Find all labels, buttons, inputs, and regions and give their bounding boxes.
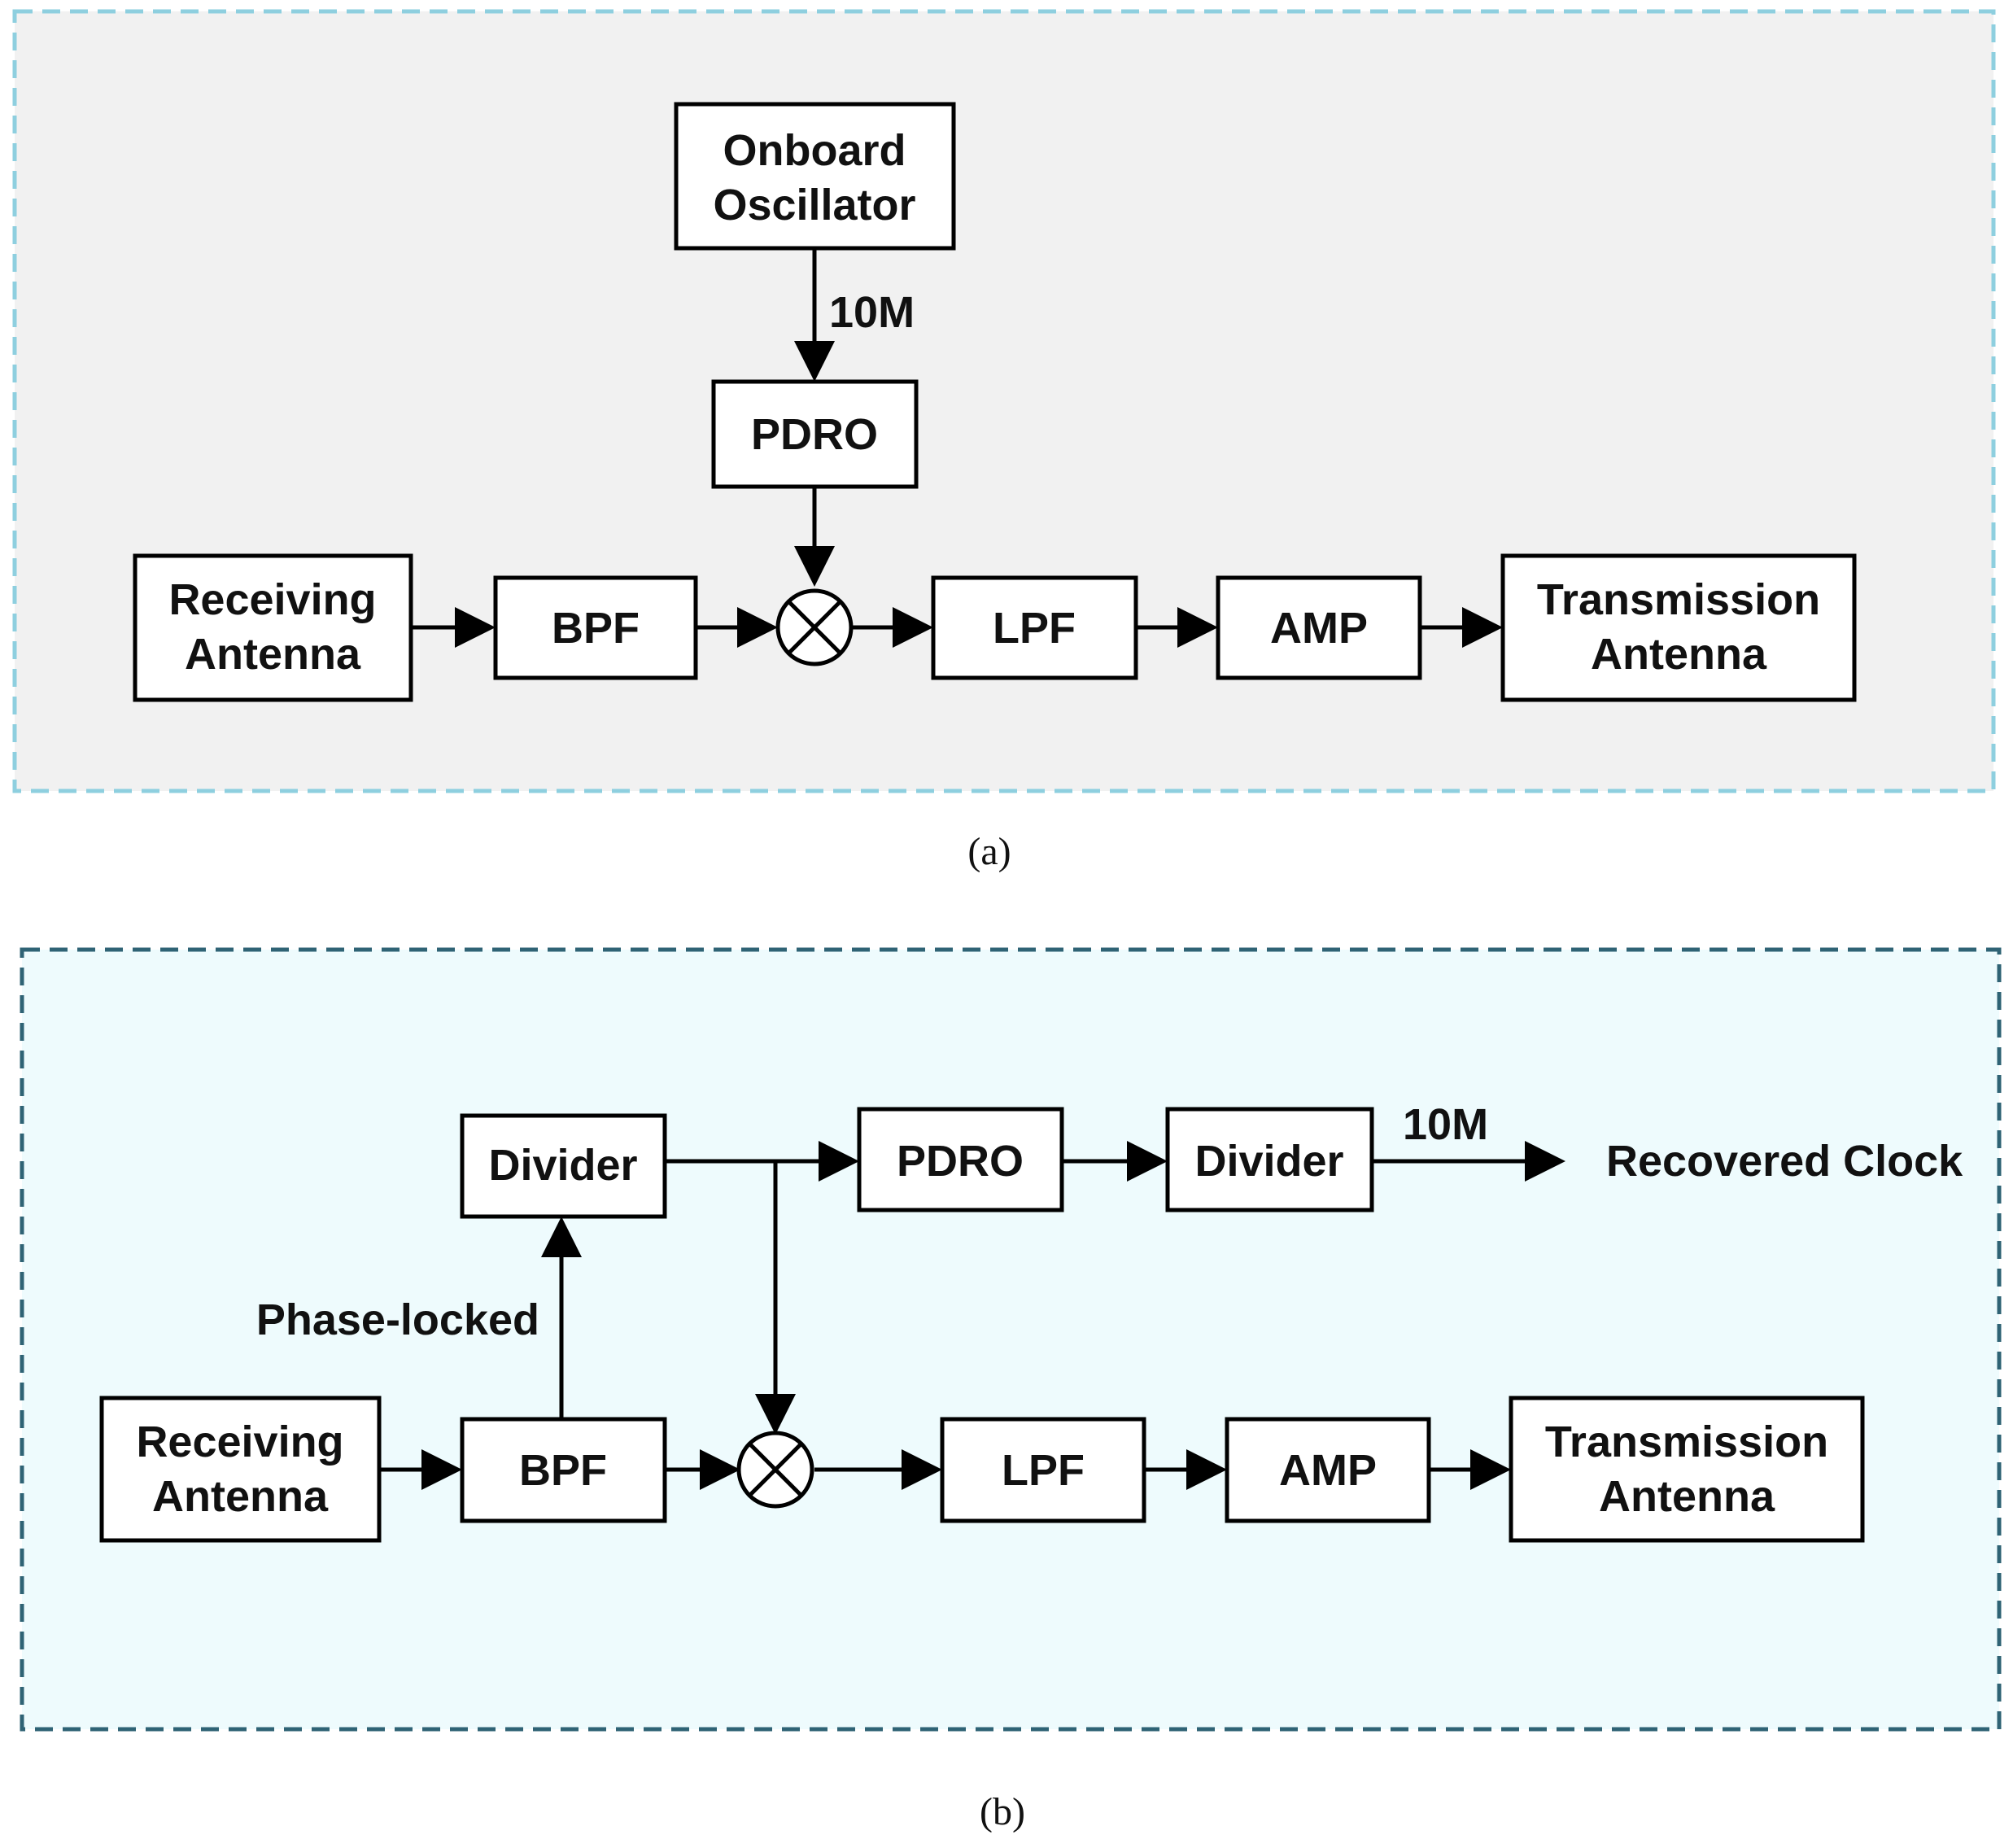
mixer-icon — [775, 588, 854, 666]
transmission-antenna-label-b-line1: Transmission — [1545, 1418, 1828, 1466]
divider-2-label: Divider — [1194, 1137, 1343, 1186]
transmission-antenna-label-b-line2: Antenna — [1599, 1472, 1775, 1521]
transmission-antenna-block — [1500, 553, 1857, 702]
onboard-oscillator-label-line2: Oscillator — [713, 181, 915, 229]
clock-signal-label: 10M — [1403, 1100, 1488, 1149]
pdro-block — [711, 379, 919, 489]
onboard-oscillator-block — [674, 102, 956, 251]
amp-block — [1216, 575, 1422, 680]
bpf-block — [493, 575, 698, 680]
receiving-antenna-label-line1: Receiving — [168, 575, 376, 624]
panel-a-caption: (a) — [967, 830, 1011, 873]
transmission-antenna-block-b — [1509, 1396, 1865, 1543]
amp-label: AMP — [1270, 604, 1368, 653]
lpf-block — [931, 575, 1138, 680]
mixer-icon-b — [736, 1431, 814, 1509]
bpf-block-b — [460, 1417, 667, 1523]
receiving-antenna-block — [133, 553, 413, 702]
lpf-block-b — [940, 1417, 1146, 1523]
bpf-label-b: BPF — [519, 1446, 607, 1495]
receiving-antenna-label-b-line2: Antenna — [152, 1472, 329, 1521]
receiving-antenna-block-b — [99, 1396, 382, 1543]
panel-b-caption: (b) — [980, 1790, 1025, 1833]
receiving-antenna-label-b-line1: Receiving — [136, 1418, 343, 1466]
receiving-antenna-label-line2: Antenna — [185, 630, 361, 679]
onboard-oscillator-label-line1: Onboard — [723, 126, 906, 175]
panel-b-frame — [20, 947, 2002, 1732]
pdro-block-b — [857, 1107, 1064, 1212]
lpf-label-b: LPF — [1002, 1446, 1085, 1495]
pdro-label-b: PDRO — [897, 1137, 1024, 1186]
divider-1-label: Divider — [488, 1141, 637, 1190]
lpf-label: LPF — [993, 604, 1076, 653]
bpf-label: BPF — [552, 604, 640, 653]
transmission-antenna-label-line1: Transmission — [1537, 575, 1820, 624]
panel-b: Divider PDRO Divider 10M Recovered Clock… — [20, 947, 2002, 1732]
amp-label-b: AMP — [1279, 1446, 1377, 1495]
transmission-antenna-label-line2: Antenna — [1591, 630, 1767, 679]
panel-a: Onboard Oscillator 10M PDRO Receiving An… — [12, 9, 1996, 793]
phase-locked-label: Phase-locked — [256, 1295, 539, 1344]
divider-1-block — [460, 1113, 667, 1219]
recovered-clock-label: Recovered Clock — [1606, 1137, 1963, 1186]
osc-signal-label: 10M — [829, 288, 915, 337]
pdro-label: PDRO — [751, 410, 878, 459]
divider-2-block — [1165, 1107, 1374, 1212]
amp-block-b — [1225, 1417, 1431, 1523]
